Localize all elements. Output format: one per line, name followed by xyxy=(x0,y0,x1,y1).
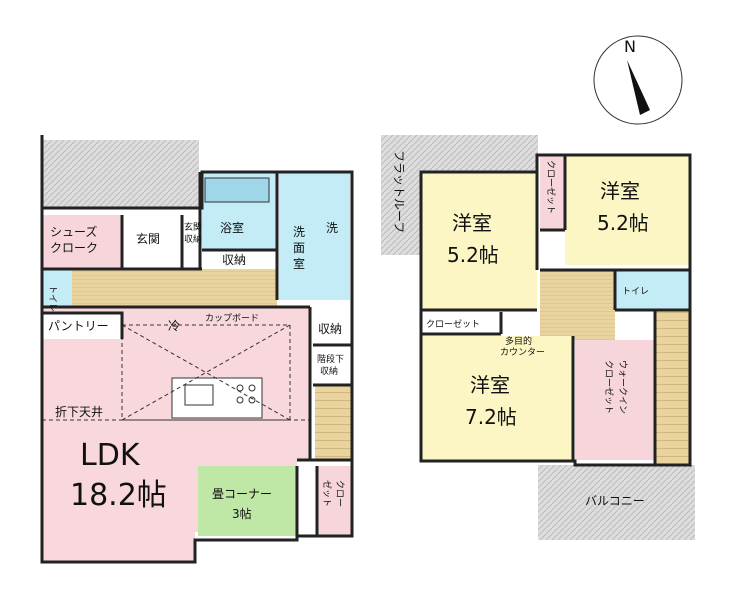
room-a-size-label: 5.2帖 xyxy=(447,243,499,267)
balcony-label: バルコニー xyxy=(585,494,645,508)
closet-mid-label: クローゼット xyxy=(426,318,480,330)
pantry-label: パントリー xyxy=(48,319,109,333)
closet-mid xyxy=(421,312,501,334)
under-stairs-storage xyxy=(313,345,351,381)
entrance-label: 玄関 xyxy=(136,231,160,246)
entrance-room xyxy=(122,215,182,269)
washroom-label-2: 面 xyxy=(293,241,305,255)
bathroom-label: 浴室 xyxy=(220,220,244,235)
room-b-label: 洋室 xyxy=(600,179,640,203)
room-c xyxy=(421,336,573,461)
closet-1f-label-2: ゼット xyxy=(321,480,333,507)
storage-upper xyxy=(202,250,277,268)
room-b-size-label: 5.2帖 xyxy=(597,211,649,235)
shoes-cloak-label-1: シューズ xyxy=(50,224,97,239)
tatami-label: 畳コーナー xyxy=(212,487,272,501)
stairs-2f xyxy=(655,310,690,465)
stairs-1f xyxy=(315,385,351,460)
toilet-2f xyxy=(615,270,690,310)
ldk-size-label: 18.2帖 xyxy=(70,478,167,513)
porch xyxy=(42,140,199,208)
toilet-1f xyxy=(42,269,72,307)
floor-1 xyxy=(40,135,354,564)
storage-upper-label: 収納 xyxy=(222,253,246,267)
room-b xyxy=(565,155,690,265)
storage-right-label: 収納 xyxy=(318,322,342,336)
room-a-label: 洋室 xyxy=(452,211,492,235)
fridge-label: 冷 xyxy=(168,319,180,333)
shoes-cloak-room xyxy=(42,215,122,269)
under-stairs-label-2: 収納 xyxy=(320,365,338,377)
shoes-cloak-label-2: クローク xyxy=(50,241,98,255)
washroom-label-1: 洗 xyxy=(293,225,305,239)
ldk-name-label: LDK xyxy=(80,438,141,473)
balcony xyxy=(538,465,695,540)
washroom-room xyxy=(279,172,350,300)
room-c-size-label: 7.2帖 xyxy=(465,405,517,429)
flat-roof-label: フラットルーフ xyxy=(392,150,406,233)
entrance-storage-label-2: 収納 xyxy=(184,233,202,245)
closet-top xyxy=(540,155,565,230)
counter-label-1: 多目的 xyxy=(505,335,532,347)
toilet-2f-label: トイレ xyxy=(622,287,649,297)
counter-label-2: カウンター xyxy=(500,347,545,358)
washroom-label-3: 室 xyxy=(293,256,305,271)
entrance-storage-label-1: 玄関 xyxy=(184,221,202,233)
walk-in-label-1: ウォークイン xyxy=(617,360,628,414)
toilet-1f-label: トイレ xyxy=(47,285,57,312)
entrance-storage xyxy=(182,215,200,269)
hallway-2f xyxy=(540,270,615,340)
pantry-room xyxy=(42,313,122,339)
compass-north-label: N xyxy=(624,37,636,56)
room-a xyxy=(421,172,537,310)
walk-in-closet xyxy=(575,340,655,460)
cupboard-label: カップボード xyxy=(205,313,259,324)
room-c-label: 洋室 xyxy=(470,373,510,397)
ceiling-note-label: 折下天井 xyxy=(55,404,103,419)
tatami-room xyxy=(198,466,298,536)
compass: N xyxy=(593,35,683,125)
under-stairs-label-1: 階段下 xyxy=(317,353,344,365)
washer-label: 洗 xyxy=(326,221,338,235)
storage-right xyxy=(313,313,351,343)
closet-1f-label-1: クロー xyxy=(334,480,345,507)
closet-top-label: クローゼット xyxy=(545,160,557,214)
labels: シューズ クローク 玄関 玄関 収納 浴室 収納 洗 面 室 洗 トイレ パント… xyxy=(47,150,649,521)
tatami-size-label: 3帖 xyxy=(232,506,252,521)
walk-in-label-2: クローゼット xyxy=(603,360,615,414)
floor-2 xyxy=(381,135,695,540)
closet-1f xyxy=(317,466,351,536)
